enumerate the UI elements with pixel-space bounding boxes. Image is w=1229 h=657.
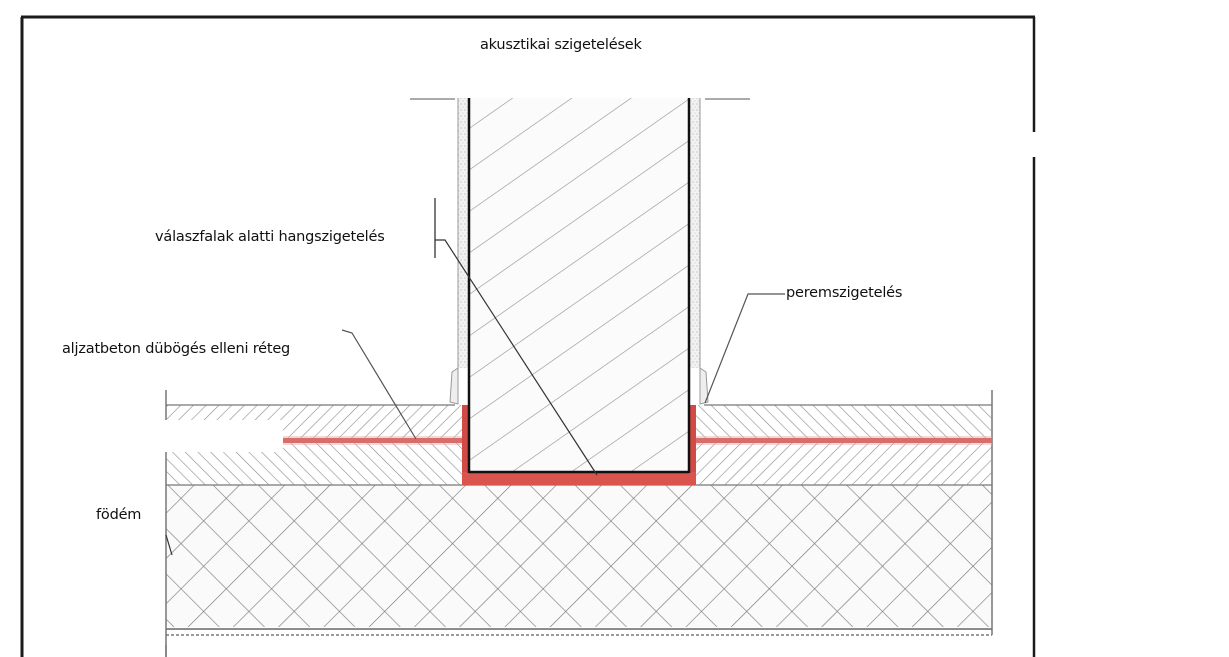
diagram-title: akusztikai szigetelések [480,37,642,53]
label-slab: födém [96,507,142,523]
label-edge-insulation: peremszigetelés [786,285,903,301]
drawing-frame [20,15,1036,657]
partition-wall [410,98,750,474]
label-screed-impact-layer: aljzatbeton dübögés elleni réteg [62,341,291,357]
impact-insulation [283,405,992,485]
label-partition-wall-insulation: válaszfalak alatti hangszigetelés [155,229,385,245]
screed-left [150,404,463,485]
leader-lines [165,198,785,556]
screed-right [694,404,992,485]
slab-layer [165,390,993,657]
